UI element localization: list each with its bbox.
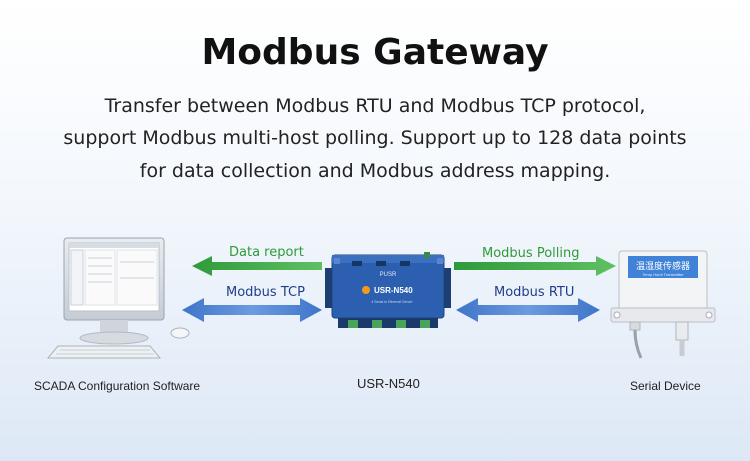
description-line-1: Transfer between Modbus RTU and Modbus T… bbox=[104, 95, 646, 117]
modbus-rtu-arrow bbox=[456, 298, 600, 322]
device-model: USR-N540 bbox=[374, 286, 413, 295]
sensor-label-cn: 温湿度传感器 bbox=[636, 260, 690, 272]
modbus-tcp-label: Modbus TCP bbox=[226, 285, 305, 300]
scada-caption: SCADA Configuration Software bbox=[34, 379, 201, 393]
data-report-arrow bbox=[192, 256, 322, 276]
modbus-polling-arrow bbox=[454, 256, 616, 276]
modbus-rtu-label: Modbus RTU bbox=[494, 285, 575, 300]
modbus-polling-label: Modbus Polling bbox=[482, 246, 580, 261]
sensor-device-icon bbox=[610, 250, 716, 359]
device-brand: PUSR bbox=[380, 272, 397, 278]
computer-icon bbox=[46, 237, 190, 359]
description-line-3: for data collection and Modbus address m… bbox=[139, 160, 611, 182]
modbus-tcp-arrow bbox=[182, 298, 322, 322]
serial-device-caption: Serial Device bbox=[630, 379, 701, 393]
device-tag: 4 Serial to Ethernet Server bbox=[371, 300, 413, 304]
description-line-2: support Modbus multi-host polling. Suppo… bbox=[63, 127, 687, 149]
data-report-label: Data report bbox=[229, 245, 304, 260]
sensor-label-en: Temp Humi Transmitter bbox=[642, 272, 684, 277]
gateway-caption: USR-N540 bbox=[357, 376, 420, 391]
gateway-device-icon bbox=[325, 252, 451, 328]
page-title: Modbus Gateway bbox=[201, 32, 549, 73]
